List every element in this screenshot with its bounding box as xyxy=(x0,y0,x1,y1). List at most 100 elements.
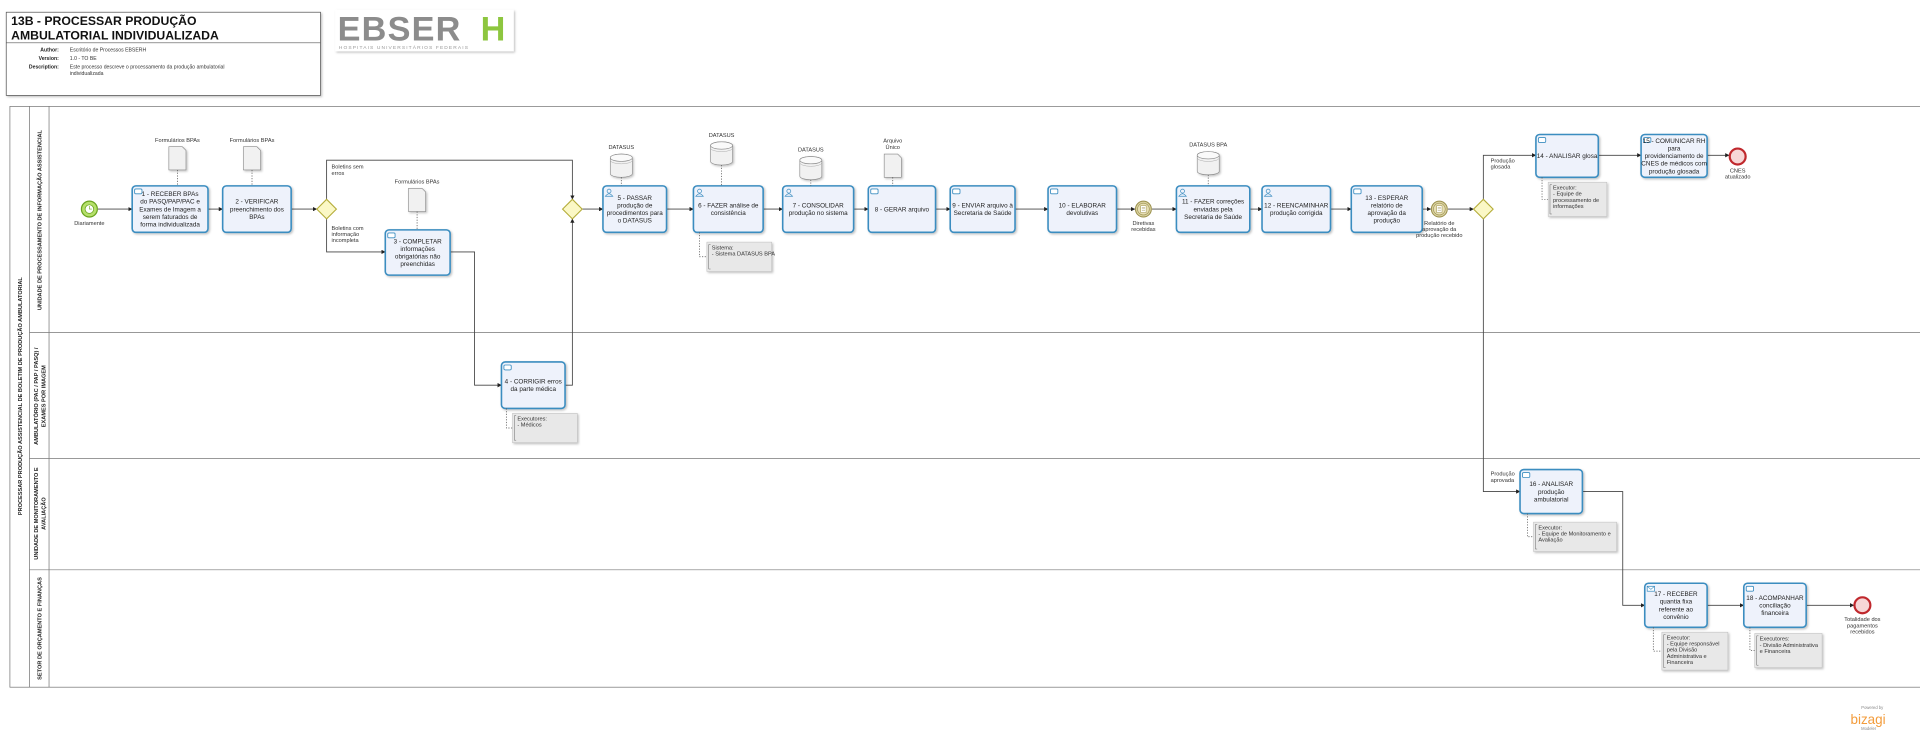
sequence-flow[interactable] xyxy=(1482,218,1521,494)
condition-line: aprovada xyxy=(1491,478,1515,484)
annotation-line: Executor: xyxy=(1553,186,1577,192)
task-label: produção no sistema xyxy=(789,210,848,217)
event-label: recebidos xyxy=(1850,629,1875,635)
exclusive-gateway[interactable] xyxy=(316,198,338,220)
document-artifact: Formulários BPAs xyxy=(395,179,440,230)
version-label: Version: xyxy=(39,56,60,62)
exclusive-gateway[interactable] xyxy=(1472,198,1494,220)
sequence-flow[interactable] xyxy=(565,218,575,386)
condition-line: Produção xyxy=(1491,472,1515,478)
sequence-flow[interactable] xyxy=(326,218,386,255)
task-label: produção xyxy=(1538,489,1565,496)
document-artifact: Formulários BPAs xyxy=(155,138,200,186)
sequence-flow[interactable] xyxy=(1582,491,1646,608)
task-label: 9 - ENVIAR arquivo à xyxy=(952,203,1013,210)
task-label: 14 - ANALISAR glosa xyxy=(1537,153,1598,160)
message-list-icon xyxy=(1140,205,1147,213)
lane-label-financas: SETOR DE ORÇAMENTO E FINANÇAS xyxy=(38,577,44,680)
user-task-icon xyxy=(1263,188,1273,197)
artifact-label: Formulários BPAs xyxy=(395,179,440,185)
task-label: produção glosada xyxy=(1649,168,1700,175)
task-label: do PASQ/PAP/PAC e xyxy=(140,199,200,206)
lane-label-processamento: UNIDADE DE PROCESSAMENTO DE INFORMAÇÃO A… xyxy=(37,129,44,310)
exclusive-gateway[interactable] xyxy=(561,198,583,220)
annotation-line: processamento de xyxy=(1553,198,1599,204)
manual-task-icon xyxy=(1643,137,1652,143)
task-label: Secretaria de Saúde xyxy=(1184,214,1242,221)
task-label: 1 - RECEBER BPAs xyxy=(142,191,199,198)
task-label: produção xyxy=(1374,218,1401,225)
sequence-flow[interactable] xyxy=(450,251,502,388)
event-label: recebidas xyxy=(1131,227,1156,233)
document-icon xyxy=(168,146,187,171)
annotation-line: - Equipe responsável xyxy=(1667,642,1720,648)
task-label: 10 - ELABORAR xyxy=(1059,203,1107,210)
task-label: providenciamento de xyxy=(1645,153,1704,160)
message-list-icon xyxy=(1436,205,1443,213)
description-value: Este processo descreve o processamento d… xyxy=(70,64,225,70)
artifact-label: DATASUS xyxy=(709,133,735,139)
manual-task-icon xyxy=(952,188,961,195)
task-label: convênio xyxy=(1663,614,1689,621)
manual-task-icon xyxy=(870,188,879,195)
event-label: Totalidade dos xyxy=(1844,617,1880,623)
task-label: Secretaria de Saúde xyxy=(954,210,1012,217)
version-value: 1.0 - TO BE xyxy=(70,56,97,62)
task-label: conciliação xyxy=(1759,602,1791,609)
sequence-flow[interactable] xyxy=(1482,153,1537,200)
task-label: BPAs xyxy=(249,214,264,221)
task-14[interactable]: 14 - ANALISAR glosa xyxy=(1535,133,1600,179)
event-label: aprovação da xyxy=(1422,227,1457,233)
task-label: referente ao xyxy=(1659,606,1694,613)
bizagi-logo: Powered by bizagi Modeler xyxy=(1851,705,1886,731)
artifact-label: Único xyxy=(886,144,900,151)
manual-task-icon xyxy=(1050,188,1059,195)
sequence-flows xyxy=(97,153,1855,608)
start-event[interactable]: Diariamente xyxy=(74,200,105,227)
lane-label-ambulatorio: AMBULATÓRIO (PAC / PAP / PASQ) / xyxy=(32,347,40,445)
svg-text:H: H xyxy=(481,10,506,48)
task-label: enviadas pela xyxy=(1194,206,1234,213)
svg-text:EBSER: EBSER xyxy=(338,10,462,48)
annotation-line: Administrativa e xyxy=(1667,654,1707,660)
task-label: devolutivas xyxy=(1066,210,1098,217)
modeler-text: Modeler xyxy=(1861,726,1877,731)
text-annotation: Sistema:- Sistema DATASUS BPA xyxy=(699,232,775,272)
pool-label: PROCESSAR PRODUÇÃO ASSISTENCIAL DE BOLET… xyxy=(17,277,24,516)
document-icon xyxy=(883,153,902,178)
artifact-label: Arquivo xyxy=(883,138,902,144)
manual-task-icon xyxy=(1353,188,1362,195)
task-label: CNES de médicos com xyxy=(1641,161,1707,168)
sequence-flow[interactable] xyxy=(326,159,575,200)
task-8[interactable]: 8 - GERAR arquivo xyxy=(867,185,937,234)
task-label: 3 - COMPLETAR xyxy=(394,238,443,245)
event-label: pagamentos xyxy=(1847,623,1878,629)
event-label: atualizado xyxy=(1725,175,1751,181)
condition-line: Boletins com xyxy=(331,226,363,232)
